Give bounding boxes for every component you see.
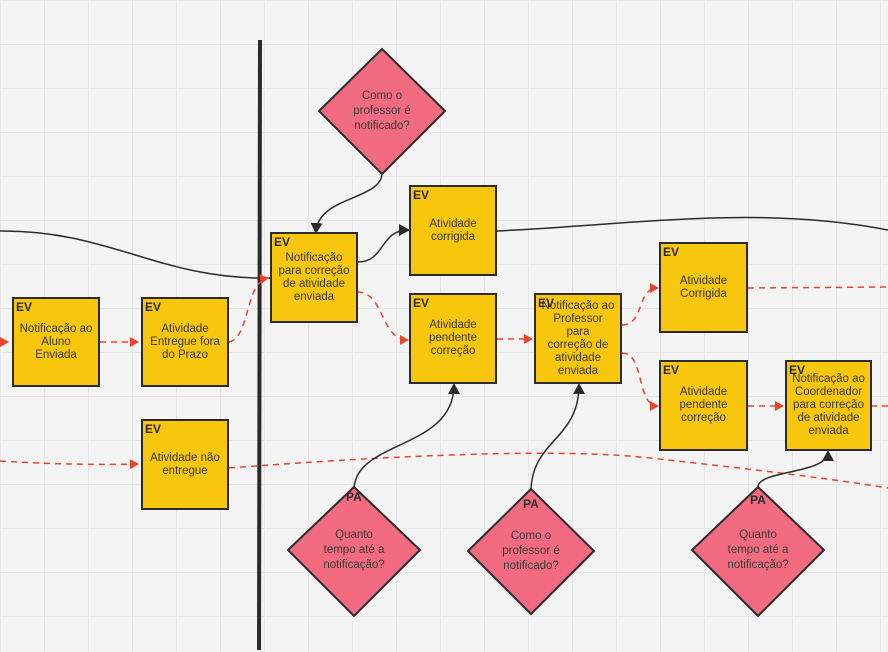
event-notificacao-professor[interactable]: EV Notificação ao Professor para correçã…: [534, 293, 622, 384]
question-diamond-shape: [466, 487, 596, 616]
event-notificacao-coordenador[interactable]: EV Notificação ao Coordenador para corre…: [785, 360, 872, 451]
solid-arrow-pa3-to-coordenador: [757, 450, 834, 488]
dashed-arrow-notificacao-to-pendente: [356, 291, 409, 345]
question-diamonds: [286, 47, 826, 618]
event-tag: EV: [16, 300, 33, 314]
dashed-lane-right-upper: [747, 286, 888, 289]
event-label: Notificação ao Aluno Enviada: [19, 322, 93, 361]
question-diamond-shape: [317, 47, 447, 176]
event-label: Atividade pendente correção: [429, 319, 477, 357]
event-tag: EV: [145, 422, 162, 436]
event-label: Notificação para correção de atividade e…: [278, 251, 350, 303]
event-tag: EV: [663, 245, 680, 259]
event-tag: EV: [413, 296, 430, 310]
event-tag: EV: [145, 300, 162, 314]
dashed-arrow-fora-prazo-to-notificacao: [228, 274, 269, 343]
event-label: Atividade corrigida: [429, 217, 477, 243]
dashed-lane-bottom: [228, 452, 888, 489]
question-label: Como o professor é notificado?: [502, 530, 560, 572]
question-label: Quanto tempo até a notificação?: [323, 529, 385, 571]
event-label: Atividade Corrigida: [679, 274, 728, 300]
event-label: Atividade não entregue: [150, 451, 220, 477]
event-notificacao-correcao[interactable]: EV Notificação para correção de atividad…: [270, 232, 358, 323]
solid-arrow-pa2-to-notif-professor: [530, 383, 585, 493]
question-quanto-tempo-2[interactable]: PA Quanto tempo até a notificação?: [692, 487, 824, 616]
event-tag: EV: [789, 363, 806, 377]
event-atividade-corrigida[interactable]: EV Atividade corrigida: [409, 185, 497, 276]
event-label: Atividade pendente correção: [679, 386, 728, 424]
question-tag: PA: [346, 490, 362, 504]
solid-arrow-pa1-to-pendente: [353, 383, 460, 491]
event-tag: EV: [538, 296, 555, 310]
event-label: Notificação ao Professor para correção d…: [541, 299, 615, 377]
event-atividade-pendente[interactable]: EV Atividade pendente correção: [409, 293, 497, 384]
dashed-arrow-notif-professor-to-pendente2: [621, 352, 659, 411]
question-diamond-shape: [690, 485, 826, 618]
event-label: Atividade Entregue fora do Prazo: [150, 322, 220, 361]
question-tag: PA: [523, 497, 539, 511]
dashed-arrow-to-nao-entregue: [0, 459, 139, 470]
event-tag: EV: [413, 188, 430, 202]
event-tag: EV: [274, 235, 291, 249]
question-diamond-shape: [286, 485, 422, 618]
question-como-professor-2[interactable]: PA Como o professor é notificado?: [468, 489, 594, 614]
pivotal-event-line: [257, 39, 262, 651]
lane-curve-upper-left: [0, 230, 271, 279]
event-atividade-nao-entregue[interactable]: EV Atividade não entregue: [141, 419, 229, 510]
lane-curve-upper-right: [496, 216, 888, 232]
event-notificacao-aluno[interactable]: EV Notificação ao Aluno Enviada: [12, 297, 100, 387]
event-atividade-fora-prazo[interactable]: EV Atividade Entregue fora do Prazo: [141, 297, 229, 387]
dashed-arrow-notif-professor-to-corrigida: [621, 283, 659, 326]
solid-arrow-notificacao-to-corrigida: [357, 224, 410, 263]
question-como-professor-top[interactable]: Como o professor é notificado?: [319, 49, 445, 174]
event-atividade-corrigida-2[interactable]: EV Atividade Corrigida: [659, 242, 748, 333]
question-label: Como o professor é notificado?: [353, 90, 411, 132]
event-label: Notificação ao Coordenador para correção…: [792, 373, 865, 437]
event-tag: EV: [663, 363, 680, 377]
solid-arrow-question-to-notificacao: [310, 172, 383, 234]
question-label: Quanto tempo até a notificação?: [727, 529, 789, 571]
event-atividade-pendente-2[interactable]: EV Atividade pendente correção: [659, 360, 748, 451]
question-tag: PA: [750, 493, 766, 507]
question-quanto-tempo-1[interactable]: PA Quanto tempo até a notificação?: [288, 487, 420, 616]
